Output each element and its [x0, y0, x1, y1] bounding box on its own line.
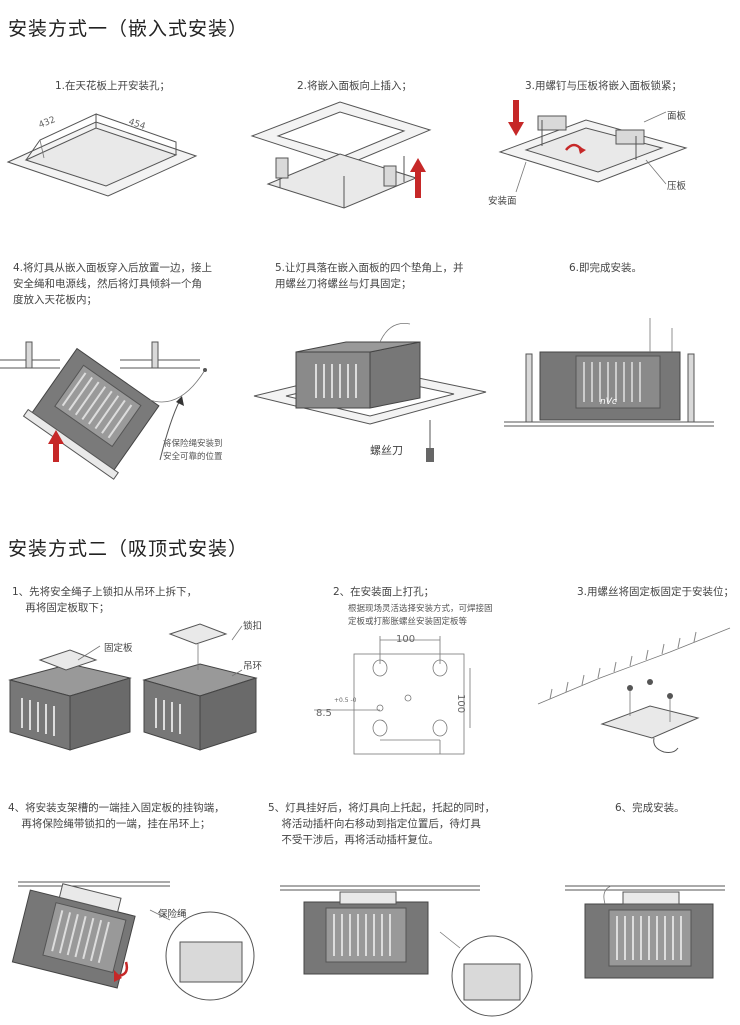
s2-step1: 1、先将安全绳子上锁扣从吊环上拆下， 再将固定板取下； — [12, 586, 198, 614]
s2-step5-diagram — [280, 885, 533, 1017]
brand-logo: nVc — [600, 397, 617, 407]
s1-step1: 1.在天花板上开安装孔； — [55, 80, 171, 92]
dim-432-label: 432 — [37, 115, 57, 131]
s1-step4: 4.将灯具从嵌入面板穿入后放置一边，接上 安全绳和电源线，然后将灯具倾斜一个角 … — [13, 262, 213, 306]
s2-step5: 5、灯具挂好后，将灯具向上托起，托起的同时， 将活动插杆向右移动到指定位置后，待… — [268, 802, 496, 846]
label-screwdriver: 螺丝刀 — [370, 444, 403, 457]
label-safety-rope: 保险绳 — [158, 909, 187, 920]
s1-step6-diagram: nVc — [504, 318, 714, 427]
s2-step6: 6、完成安装。 — [615, 802, 685, 814]
label-hanging-ring: 吊环 — [243, 661, 263, 672]
s1-step2: 2.将嵌入面板向上插入； — [297, 80, 413, 92]
rotate-arrow-icon — [114, 970, 122, 982]
s2-step3-diagram — [537, 627, 731, 753]
label-press-plate: 压板 — [667, 181, 687, 192]
section1-title: 安装方式一（嵌入式安装） — [8, 18, 249, 40]
dim-tolerance: +0.5 -0 — [334, 697, 357, 704]
s1-step4-diagram — [0, 341, 207, 480]
dim-454-label: 454 — [127, 117, 147, 132]
s1-step5-diagram — [253, 323, 487, 462]
label-fixing-plate: 固定板 — [104, 643, 133, 654]
arrow-down-icon — [508, 100, 524, 136]
label-lock: 锁扣 — [243, 621, 263, 632]
dim-100-top: 100 — [396, 634, 415, 645]
s2-step2-diagram: 100 100 8.5 +0.5 -0 — [314, 634, 471, 755]
s1-step2-diagram — [250, 101, 432, 209]
s2-step4: 4、将安装支架槽的一端挂入固定板的挂钩端， 再将保险绳带锁扣的一端，挂在吊环上； — [8, 802, 225, 830]
s1-step1-diagram: 432 454 — [6, 113, 198, 197]
s1-step3-diagram — [498, 100, 688, 193]
section2-title: 安装方式二（吸顶式安装） — [8, 538, 249, 560]
s2-step1-diagram — [8, 623, 258, 751]
label-install-surface: 安装面 — [488, 196, 517, 207]
s2-step3: 3.用螺丝将固定板固定于安装位； — [577, 586, 735, 598]
s2-step2: 2、在安装面上打孔； — [333, 586, 435, 598]
dim-8-5: 8.5 — [316, 708, 332, 719]
s2-step6-diagram — [565, 885, 725, 979]
s2-step4-diagram — [11, 881, 255, 1001]
label-safety-rope-note: 将保险绳安装到 安全可靠的位置 — [163, 439, 223, 462]
s1-step3: 3.用螺钉与压板将嵌入面板锁紧； — [525, 80, 683, 92]
s1-step6: 6.即完成安装。 — [569, 262, 643, 274]
arrow-up-icon-2 — [48, 430, 64, 462]
s1-step5: 5.让灯具落在嵌入面板的四个垫角上，并 用螺丝刀将螺丝与灯具固定； — [275, 262, 464, 290]
arrow-up-icon — [410, 158, 426, 198]
label-panel: 面板 — [667, 111, 687, 122]
dim-100-side: 100 — [455, 694, 466, 713]
s2-step2-note: 根据现场灵活选择安装方式，可焊接固 定板或打膨胀螺丝安装固定板等 — [348, 604, 493, 627]
